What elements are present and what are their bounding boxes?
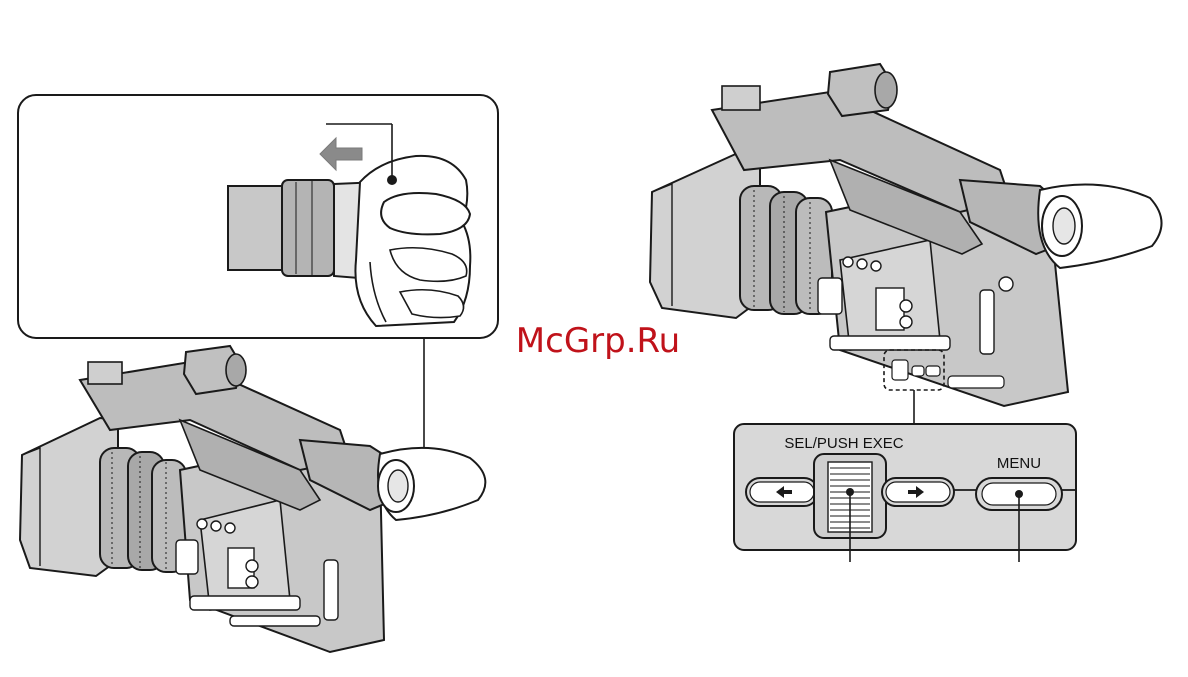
lens-rings [100,448,186,572]
button-detail-panel: SEL/PUSH EXEC MENU [734,424,1076,562]
camcorder-right [650,64,1162,406]
camcorder-left [20,346,485,652]
sel-push-exec-label: SEL/PUSH EXEC [784,435,903,452]
watermark-text: McGrp.Ru [516,321,680,361]
accessory-shoe [722,86,760,110]
right-arrow-button[interactable] [882,478,954,506]
accessory-shoe [88,362,122,384]
left-arrow-button[interactable] [746,478,818,506]
eyecup-detail-inset [18,95,498,338]
menu-label: MENU [997,455,1041,472]
hand-illustration [355,156,470,326]
